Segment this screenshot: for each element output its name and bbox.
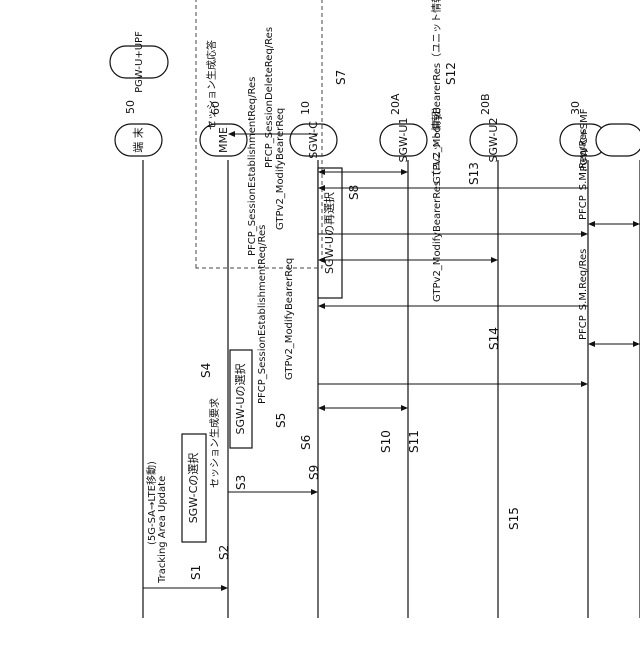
entity-pgwu xyxy=(596,124,640,156)
msg-s5-label: PFCP_SessionEstablishmentReq/Res xyxy=(257,225,268,404)
msg-s10-arrowhead xyxy=(491,257,498,263)
step-s6: S6 xyxy=(299,435,313,450)
entity-pgwu-header: PGW-U+UPF xyxy=(110,31,168,93)
msg-s6-arrowhead xyxy=(581,381,588,387)
step-s15: S15 xyxy=(507,507,521,530)
entity-terminal-label: 端 末 xyxy=(131,127,145,153)
entity-pgwu-label: PGW-U+UPF xyxy=(134,31,145,93)
msg-s14-arrowhead xyxy=(401,169,408,175)
step-s10: S10 xyxy=(379,430,393,453)
step-s9: S9 xyxy=(307,465,321,480)
entity-sgwu1: SGW-U1 xyxy=(380,118,427,163)
msg-s1-arrowhead xyxy=(221,585,228,591)
step-s3: S3 xyxy=(234,475,248,490)
msg-s10-label: PFCP_SessionEstablishmentReq/Res xyxy=(247,77,258,256)
msg-s13-label: GTPv2_ModifyBearerRes（ユニット情報） xyxy=(430,0,443,184)
entity-sgwu2-ref: 20B xyxy=(479,93,492,115)
entity-mme-label: MME xyxy=(217,127,230,153)
step-s7: S7 xyxy=(334,70,348,85)
entity-terminal: 端 末 xyxy=(115,124,162,156)
msg-s14-label: PFCP_SessionDeleteReq/Res xyxy=(264,27,275,168)
msg-s5-arrowhead-back xyxy=(318,405,325,411)
step-s1: S1 xyxy=(189,565,203,580)
msg-s6-label: GTPv2_ModifyBearerReq xyxy=(284,258,295,380)
entity-terminal-ref: 50 xyxy=(124,100,137,114)
entity-sgwc: SGW-C xyxy=(290,121,337,159)
entity-sgwc-ref: 10 xyxy=(299,101,312,115)
msg-s11-label: GTPv2_ModifyBearerReq xyxy=(275,108,286,230)
step-s11: S11 xyxy=(407,430,421,453)
step-s2: S2 xyxy=(217,545,231,560)
box-s4-label: SGW-Uの選択 xyxy=(233,364,247,435)
entity-pgwc-ref: 30 xyxy=(569,101,582,115)
msg-s7-label: PFCP_S.M.Req/Res xyxy=(578,249,589,340)
step-s5: S5 xyxy=(274,413,288,428)
box-s2-label: SGW-Cの選択 xyxy=(186,453,200,524)
msg-s7-arrowhead xyxy=(633,341,640,347)
msg-s8-arrowhead xyxy=(318,303,325,309)
msg-s7-arrowhead-back xyxy=(588,341,595,347)
msg-s3-label: セッション生成要求 xyxy=(208,398,221,488)
msg-s12-arrowhead xyxy=(633,221,640,227)
entity-sgwu1-ref: 20A xyxy=(389,93,402,115)
msg-s3-arrowhead xyxy=(311,489,318,495)
msg-s12-label: PFCP_S.M.Req/Res xyxy=(578,129,589,220)
step-s8: S8 xyxy=(347,185,361,200)
step-s4: S4 xyxy=(199,363,213,378)
msg-s12-arrowhead-back xyxy=(588,221,595,227)
entity-sgwu2-label: SGW-U2 xyxy=(487,118,500,163)
step-s13: S13 xyxy=(467,162,481,185)
entity-sgwc-label: SGW-C xyxy=(307,121,320,159)
msg-s1-label-2: Tracking Area Update xyxy=(157,476,168,584)
step-s14: S14 xyxy=(487,327,501,350)
entity-sgwu2: SGW-U2 xyxy=(470,118,517,163)
msg-s15-label: セッション生成応答 xyxy=(205,40,218,130)
entity-sgwu1-label: SGW-U1 xyxy=(397,118,410,163)
msg-s11-arrowhead xyxy=(581,231,588,237)
msg-s5-arrowhead xyxy=(401,405,408,411)
step-s12: S12 xyxy=(444,62,458,85)
